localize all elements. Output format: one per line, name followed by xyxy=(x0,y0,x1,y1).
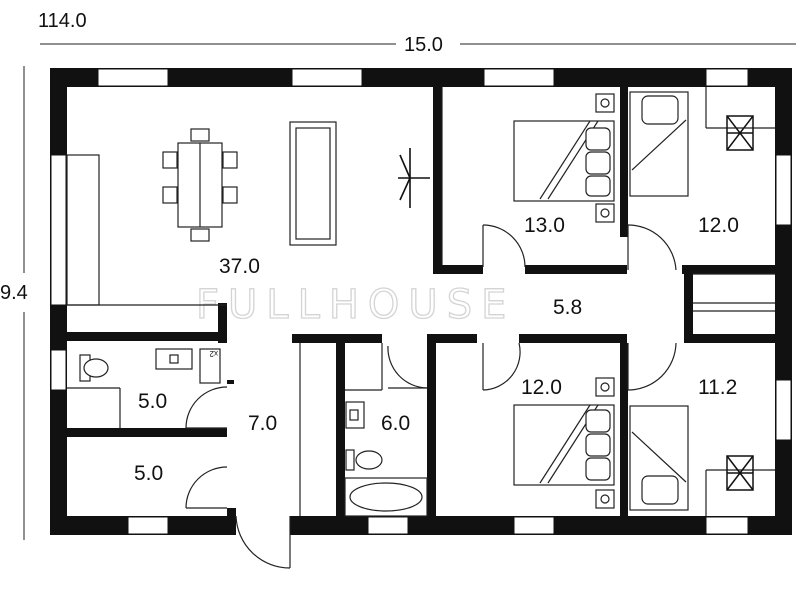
bathroom-fixtures xyxy=(344,401,428,517)
entrance-opening xyxy=(236,515,290,536)
room-area-wc: 5.0 xyxy=(138,390,167,413)
door-swings xyxy=(185,224,677,569)
single-bed-south xyxy=(629,405,689,511)
dining-table xyxy=(162,128,238,242)
room-area-living: 37.0 xyxy=(219,255,260,278)
depth-dimension-label: 9.4 xyxy=(0,282,28,304)
dimension-lines xyxy=(23,43,796,540)
watermark-text: FULLHOUSE xyxy=(196,282,515,328)
room-area-bedroom-ne-corner: 12.0 xyxy=(698,214,739,237)
windows xyxy=(50,68,792,535)
sofa xyxy=(289,121,337,246)
tv-symbol xyxy=(398,148,430,208)
room-area-hall: 5.8 xyxy=(553,296,582,319)
room-area-bedroom-ne: 13.0 xyxy=(524,214,565,237)
room-area-bathroom: 6.0 xyxy=(381,412,410,435)
wc-fixtures xyxy=(79,348,221,384)
room-area-bedroom-se-corner: 11.2 xyxy=(698,376,737,399)
width-dimension-label: 15.0 xyxy=(404,34,443,56)
fixture-mark: x2 xyxy=(209,349,218,358)
double-bed-south xyxy=(513,377,615,509)
room-area-entrance: 7.0 xyxy=(248,412,277,435)
room-area-bedroom-se: 12.0 xyxy=(521,376,562,399)
total-area-label: 114.0 xyxy=(38,10,87,32)
wardrobe-south xyxy=(726,455,754,491)
single-bed-north xyxy=(629,91,689,197)
partition-lines xyxy=(66,87,775,516)
interior-walls xyxy=(67,87,775,516)
double-bed-north xyxy=(513,93,615,223)
wardrobe-north xyxy=(726,115,754,151)
room-area-storage: 5.0 xyxy=(134,462,163,485)
